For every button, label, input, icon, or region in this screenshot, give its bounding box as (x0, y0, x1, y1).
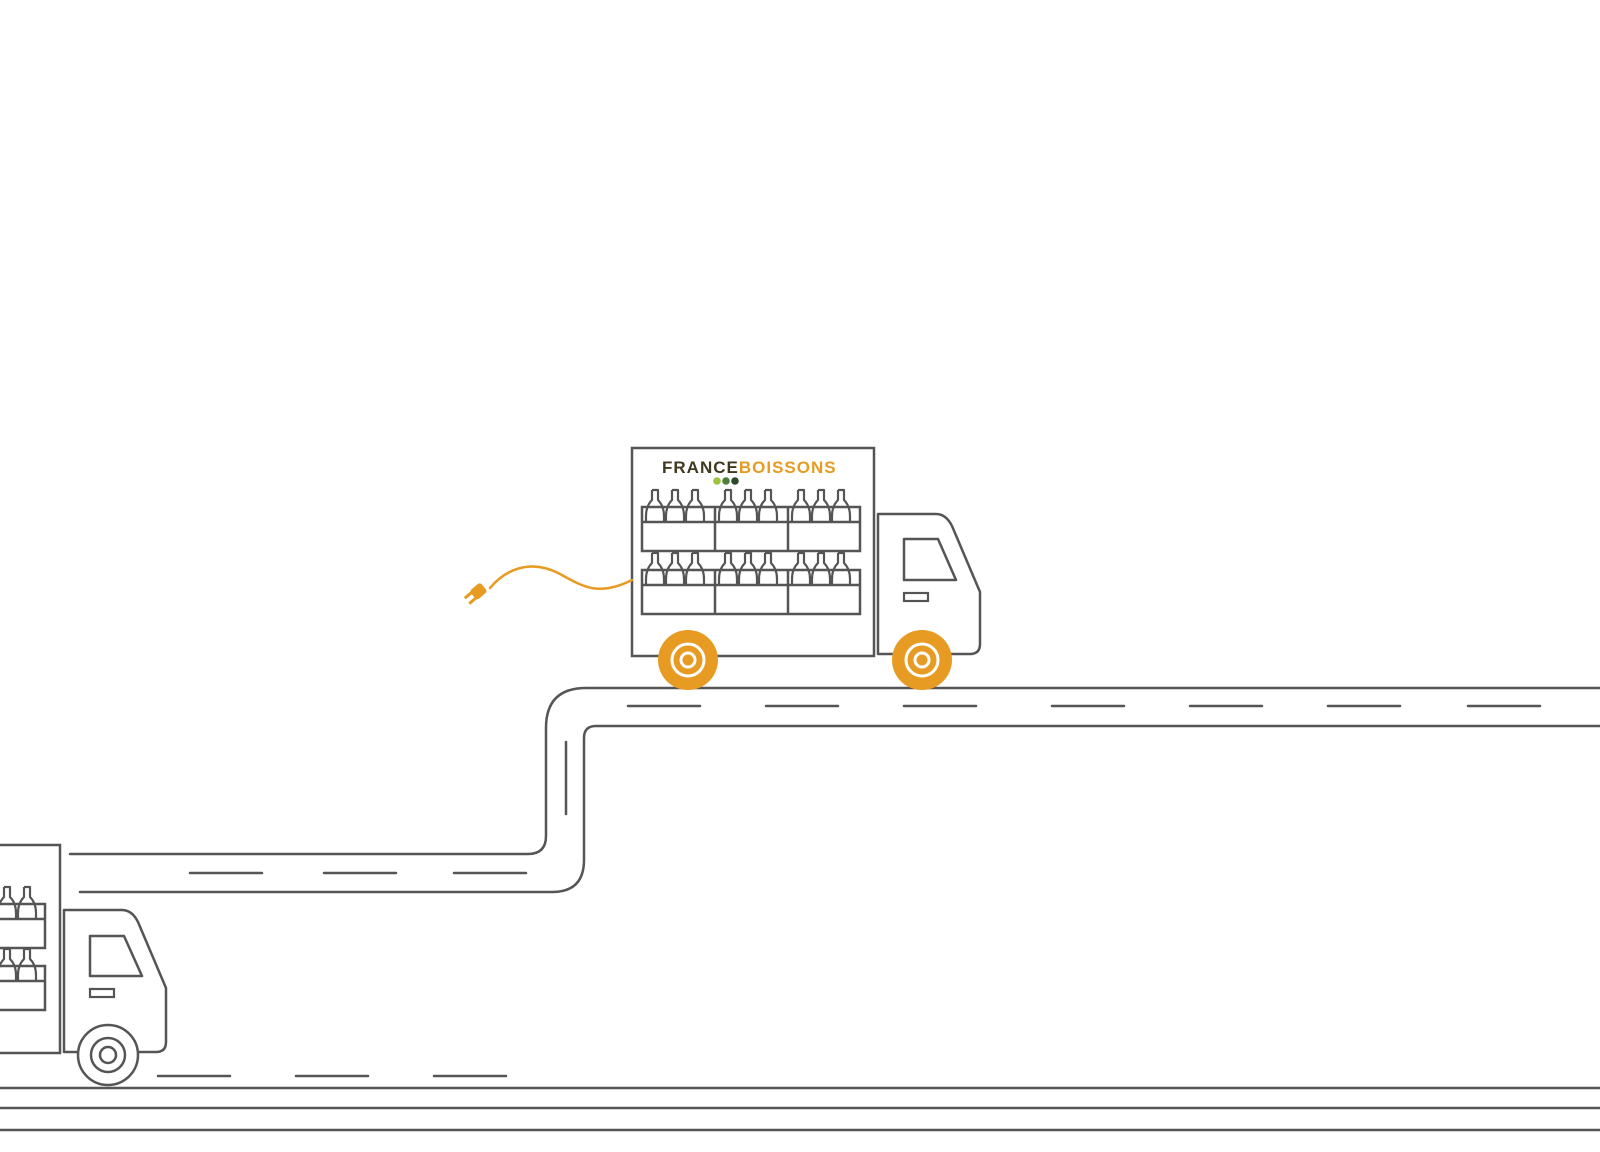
wheel-icon (76, 1023, 140, 1087)
winding-road (68, 686, 1600, 894)
bottle-icon (0, 947, 18, 981)
bottle-icon (644, 551, 666, 585)
bottle-icon (757, 488, 779, 522)
bottle-icon (644, 488, 666, 522)
bottle-icon (790, 551, 812, 585)
bottle-icon (737, 488, 759, 522)
bottom-road (0, 1086, 1600, 1132)
truck-cab-door-handle (902, 591, 930, 603)
brand-name-left: FRANCE (662, 458, 739, 477)
wheel-icon (658, 630, 718, 690)
bottle-icon (16, 947, 38, 981)
brand-logo-dots (713, 477, 739, 485)
bottle-icon (664, 551, 686, 585)
wheel-icon (892, 630, 952, 690)
electric-delivery-truck: FRANCEBOISSONS (463, 446, 982, 690)
winding-road-dashes (188, 704, 1542, 875)
bottle-icon (684, 551, 706, 585)
brand-name-right: BOISSONS (739, 458, 837, 477)
bottle-icon (664, 488, 686, 522)
bottles-main (644, 488, 852, 585)
bottle-icon (810, 488, 832, 522)
bottle-crates-bottom (640, 568, 862, 616)
truck-cab-window (902, 537, 958, 582)
bottle-icon (830, 551, 852, 585)
bottles-second (0, 885, 38, 981)
bottle-icon (0, 885, 18, 919)
brand-logo: FRANCEBOISSONS (662, 458, 837, 477)
bottle-icon (810, 551, 832, 585)
bottle-icon (830, 488, 852, 522)
bottle-icon (737, 551, 759, 585)
second-truck-cab-window (88, 934, 144, 978)
charging-cable (488, 565, 634, 591)
second-truck-door-handle (88, 987, 116, 999)
bottle-icon (790, 488, 812, 522)
bottle-icon (16, 885, 38, 919)
bottle-icon (684, 488, 706, 522)
bottle-icon (717, 551, 739, 585)
second-truck-crates (0, 902, 47, 1012)
electric-plug-icon (463, 583, 487, 605)
second-delivery-truck (0, 843, 168, 1087)
bottle-crates-top (640, 505, 862, 553)
bottle-icon (757, 551, 779, 585)
bottle-icon (717, 488, 739, 522)
